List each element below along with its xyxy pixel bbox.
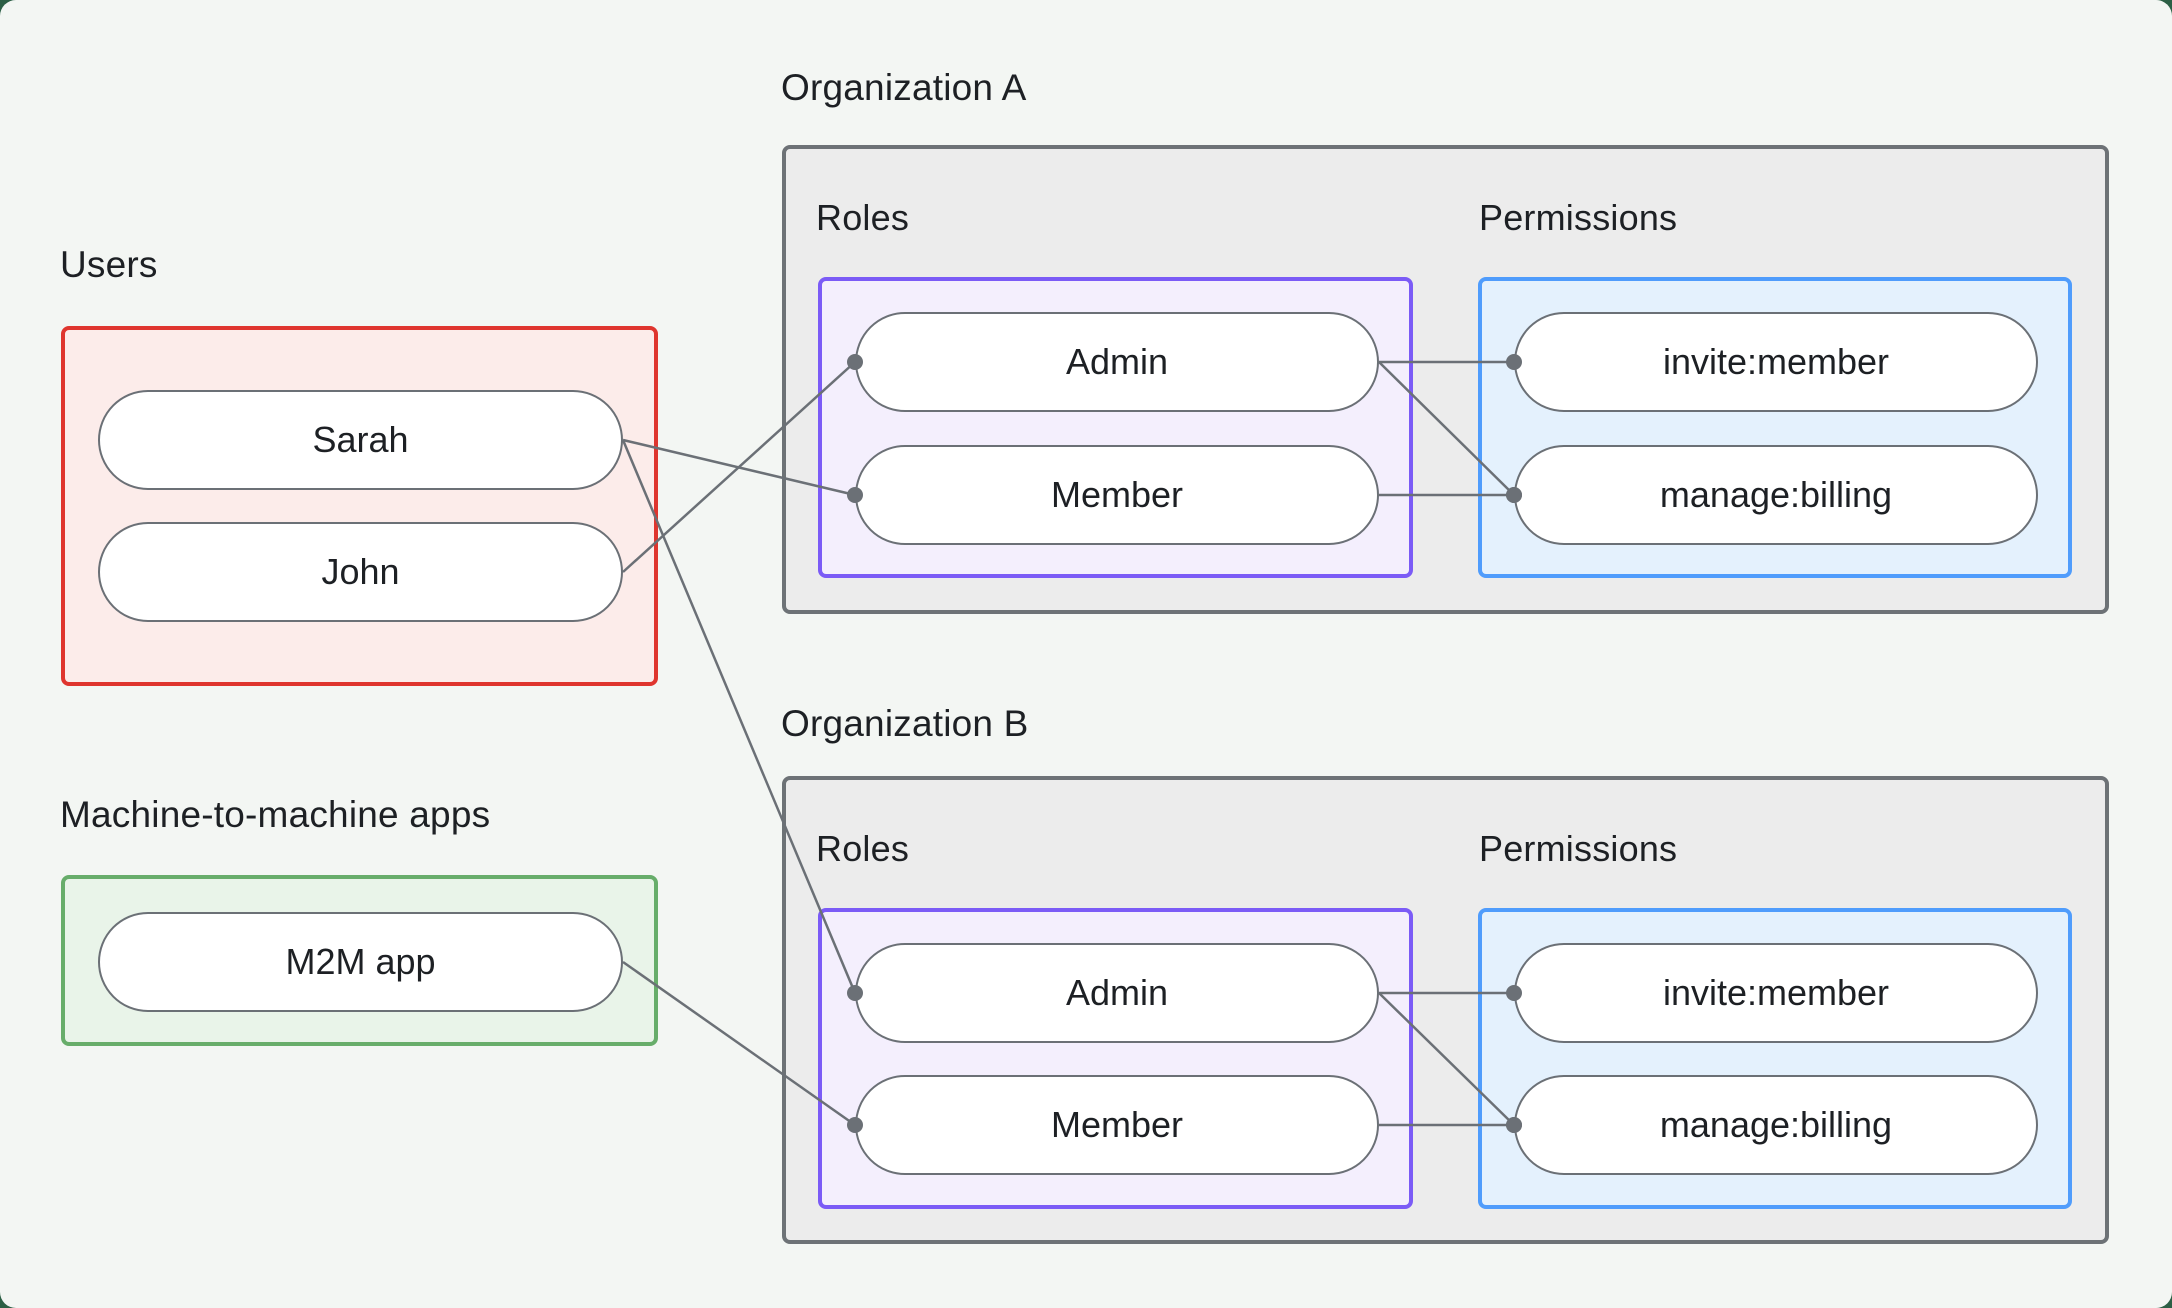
org-a-permission-manage-billing: manage:billing	[1514, 445, 2038, 545]
org-b-roles-heading: Roles	[816, 828, 910, 869]
user-node-sarah: Sarah	[98, 390, 623, 490]
org-a-permission-invite-member: invite:member	[1514, 312, 2038, 412]
org-a-permissions-heading: Permissions	[1479, 197, 1678, 238]
org-b-permission-manage-billing: manage:billing	[1514, 1075, 2038, 1175]
users-group-box	[61, 326, 658, 686]
org-b-permission-invite-member: invite:member	[1514, 943, 2038, 1043]
user-node-john: John	[98, 522, 623, 622]
org-b-heading: Organization B	[781, 703, 1029, 744]
users-heading: Users	[60, 244, 158, 285]
org-a-heading: Organization A	[781, 67, 1027, 108]
org-b-role-admin: Admin	[855, 943, 1379, 1043]
org-b-role-member: Member	[855, 1075, 1379, 1175]
m2m-app-node: M2M app	[98, 912, 623, 1012]
org-b-permissions-heading: Permissions	[1479, 828, 1678, 869]
org-a-role-admin: Admin	[855, 312, 1379, 412]
org-a-roles-heading: Roles	[816, 197, 910, 238]
m2m-heading: Machine-to-machine apps	[60, 794, 491, 835]
org-a-role-member: Member	[855, 445, 1379, 545]
